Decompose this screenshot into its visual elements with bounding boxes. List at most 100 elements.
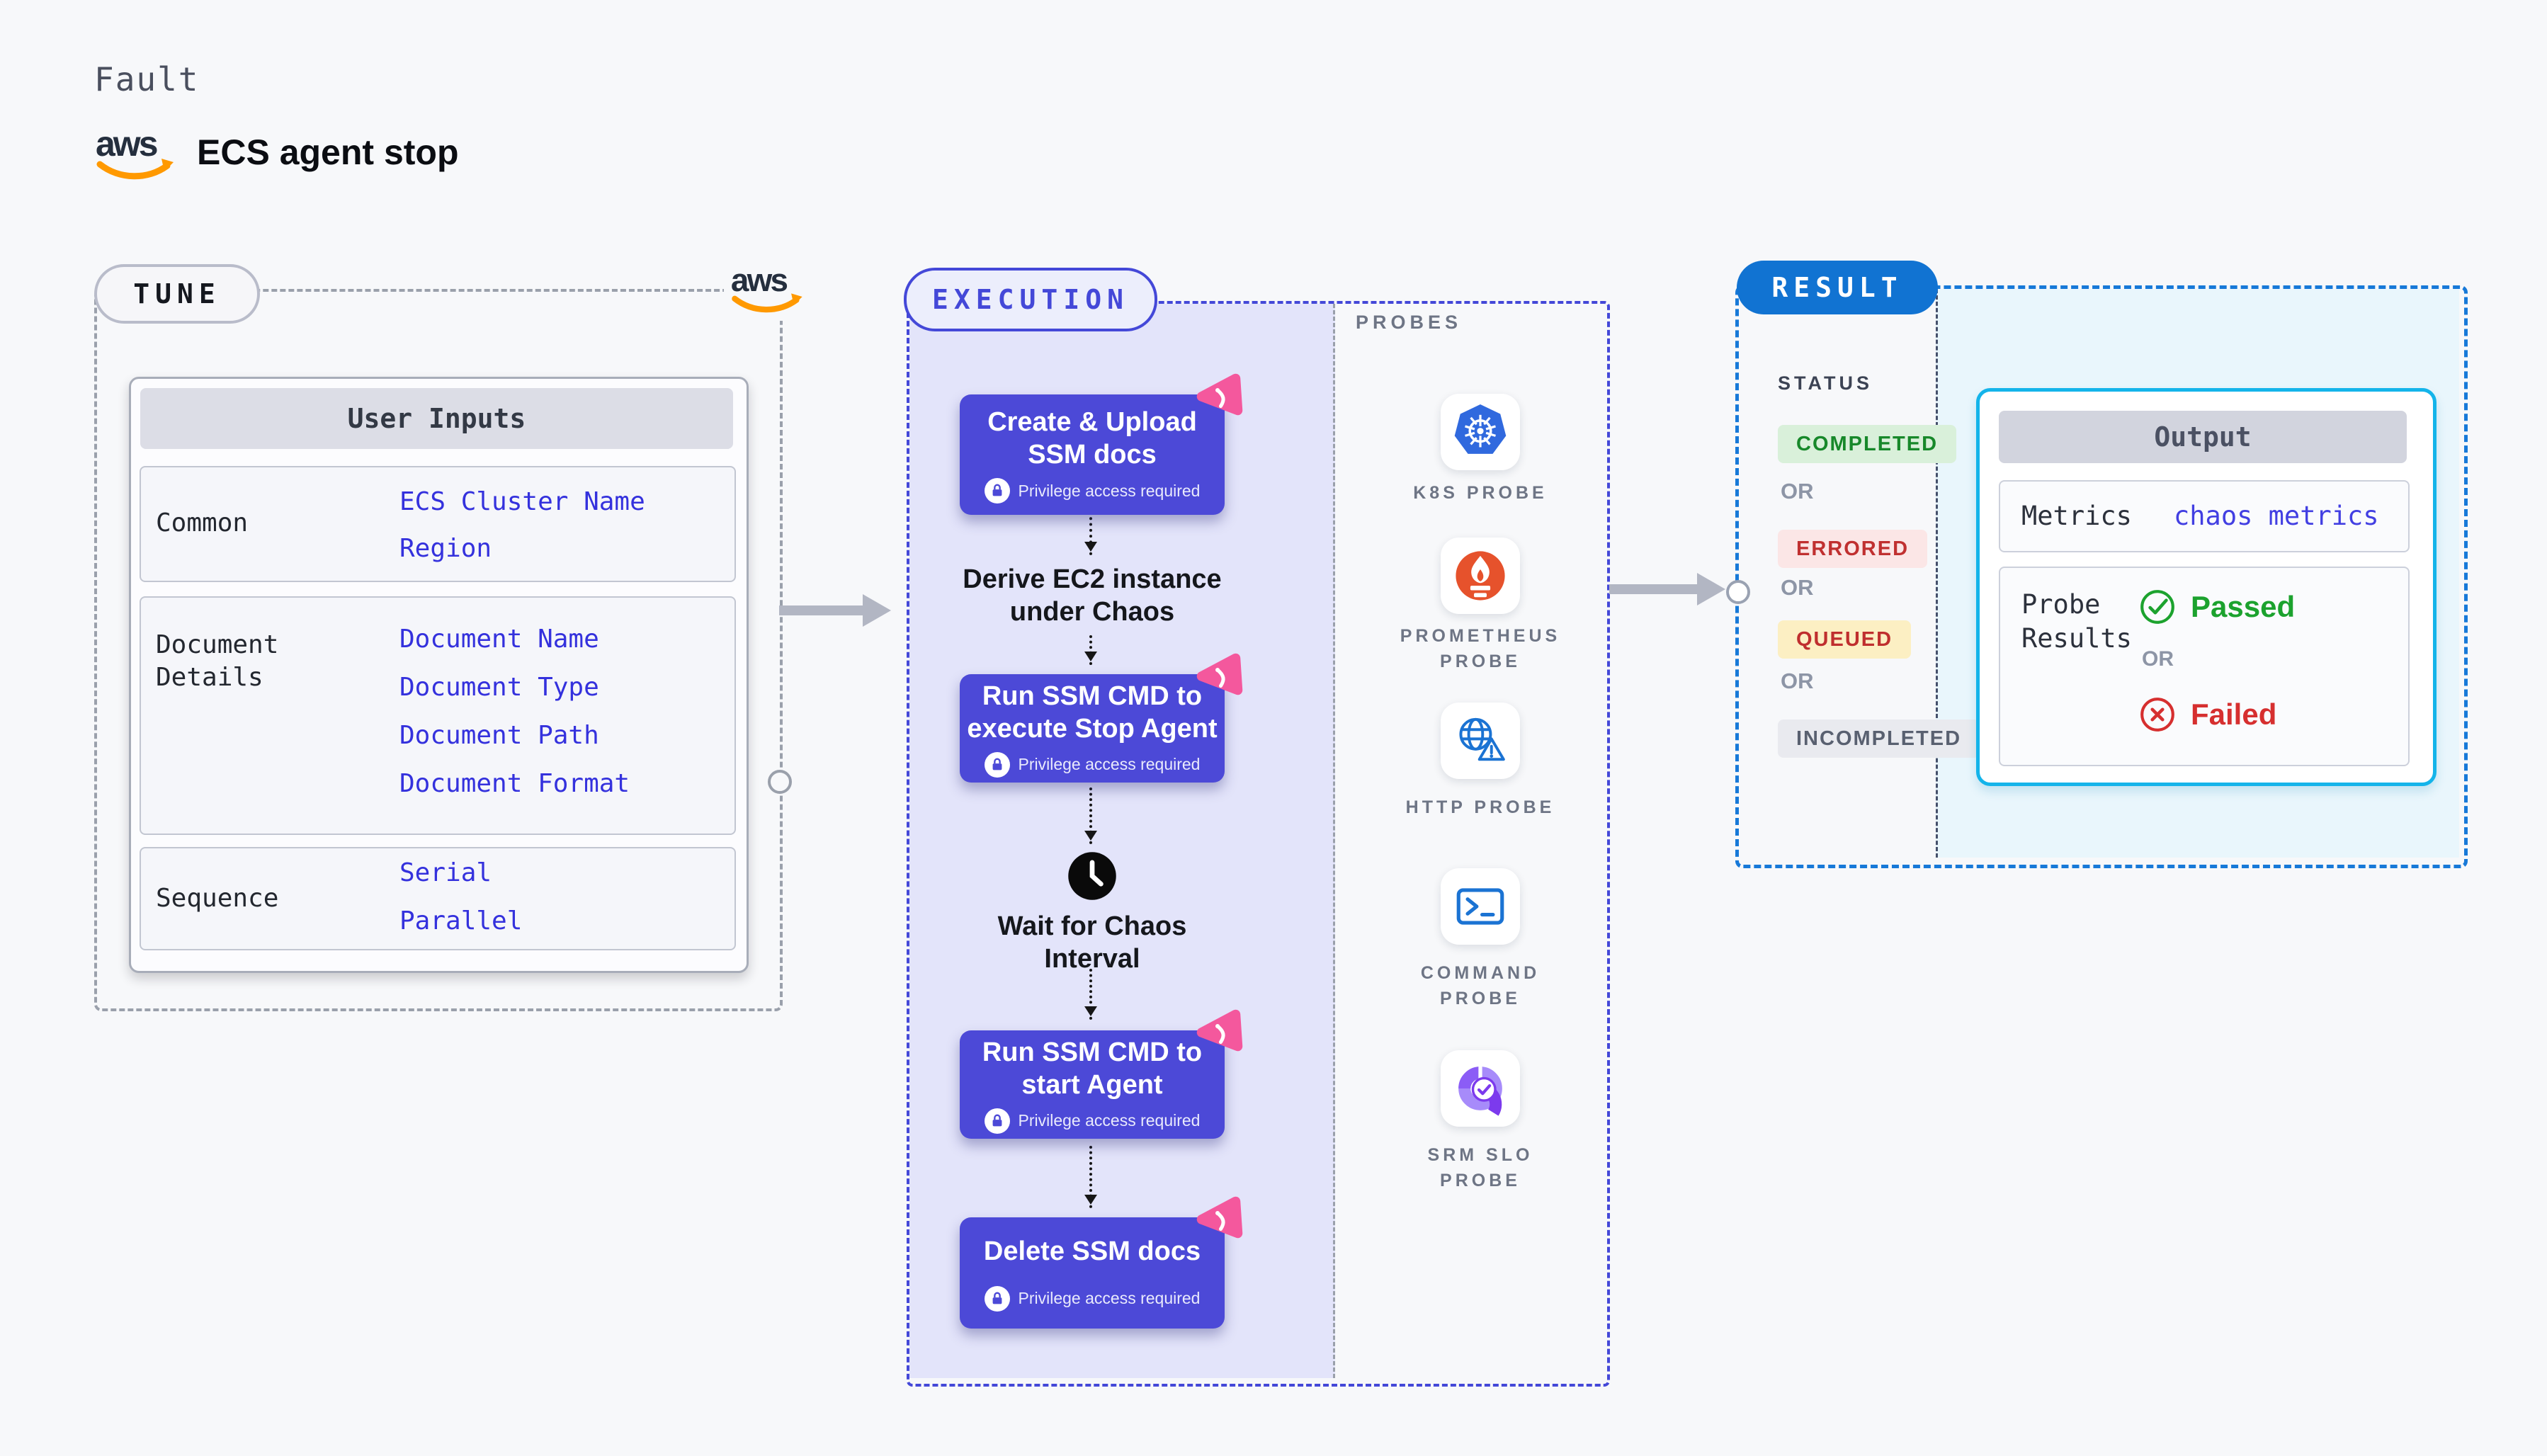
kubernetes-icon [1454,404,1507,454]
litmus-chaos-icon [1196,1009,1243,1052]
privilege-text: Privilege access required [1018,481,1201,500]
execution-pill: EXECUTION [904,268,1157,331]
arrow-tune-to-execution [779,593,892,631]
check-circle-icon [2140,590,2174,624]
aws-logo-tune-corner: aws [724,261,813,321]
or-separator: OR [2142,647,2174,671]
node-title: Run SSM CMD to start Agent [982,1037,1203,1100]
or-separator: OR [1781,669,1814,693]
link-parallel[interactable]: Parallel [399,906,523,935]
tune-connector-port [768,770,792,794]
lock-icon [984,1285,1010,1312]
privilege-row: Privilege access required [984,1285,1201,1312]
aws-smile-icon [96,161,171,180]
link-document-format[interactable]: Document Format [399,769,630,798]
result-connector-port [1726,580,1750,604]
probe-label-k8s: K8S PROBE [1413,483,1548,503]
step-derive-ec2: Derive EC2 instance under Chaos [963,564,1222,627]
aws-logo-text: aws [731,263,788,298]
status-badge-completed: COMPLETED [1778,425,1957,463]
node-run-ssm-start-agent: Run SSM CMD to start Agent Privilege acc… [960,1009,1243,1139]
lock-icon [984,478,1010,504]
probes-heading: PROBES [1356,312,1463,333]
metrics-label: Metrics [2021,501,2132,531]
lock-icon [984,1108,1010,1134]
status-heading: STATUS [1778,372,1873,394]
page-title: ECS agent stop [197,132,459,172]
passed-row: Passed [2138,588,2295,626]
probe-tile-srm-slo[interactable] [1441,1050,1520,1127]
user-inputs-row-sequence: Sequence Serial Parallel [140,847,736,950]
node-title: Run SSM CMD to execute Stop Agent [967,681,1218,744]
execution-section-box [907,301,1610,1387]
row-label-common: Common [156,508,249,538]
probe-tile-k8s[interactable] [1441,394,1520,470]
result-pill: RESULT [1737,261,1938,314]
clock-icon [1067,851,1118,905]
probe-results-label: Probe Results [2021,589,2132,654]
privilege-row: Privilege access required [984,478,1201,504]
probe-tile-command[interactable] [1441,868,1520,945]
passed-text: Passed [2191,590,2296,623]
step-wait-chaos-interval: Wait for Chaos Interval [997,911,1187,974]
probe-label-http: HTTP PROBE [1405,797,1555,817]
x-circle-icon [2140,698,2174,732]
link-document-type[interactable]: Document Type [399,673,599,702]
node-delete-ssm-docs: Delete SSM docs Privilege access require… [960,1196,1243,1329]
terminal-icon [1456,888,1504,925]
flow-arrow-1 [1084,511,1097,555]
privilege-row: Privilege access required [984,751,1201,778]
status-badge-incompleted: INCOMPLETED [1778,720,1980,758]
link-serial[interactable]: Serial [399,858,492,887]
privilege-text: Privilege access required [1018,1289,1201,1307]
fault-label: Fault [94,60,200,98]
metrics-value-link[interactable]: chaos metrics [2174,501,2379,531]
probe-label-srm-slo: SRM SLO PROBE [1427,1145,1533,1190]
failed-text: Failed [2191,698,2277,731]
link-ecs-cluster-name[interactable]: ECS Cluster Name [399,487,645,516]
status-badge-queued: QUEUED [1778,620,1912,659]
link-region[interactable]: Region [399,534,492,563]
probe-tile-http[interactable] [1441,703,1520,779]
http-globe-icon [1459,717,1505,761]
link-document-path[interactable]: Document Path [399,721,599,750]
user-inputs-row-document-details: Document Details Document Name Document … [140,596,736,835]
flow-arrow-2 [1084,635,1097,665]
aws-logo: aws [94,124,179,185]
litmus-chaos-icon [1196,373,1243,416]
tune-section-box [94,289,783,1011]
or-separator: OR [1781,575,1814,600]
output-header: Output [1999,411,2407,463]
node-create-upload-ssm-docs: Create & Upload SSM docs Privilege acces… [960,373,1243,515]
probe-label-command: COMMAND PROBE [1420,963,1541,1008]
user-inputs-row-common: Common ECS Cluster Name Region [140,466,736,582]
status-badge-errored: ERRORED [1778,530,1928,568]
node-run-ssm-stop-agent: Run SSM CMD to execute Stop Agent Privil… [960,653,1243,783]
probe-label-prometheus: PROMETHEUS PROBE [1400,626,1561,671]
flow-arrow-3 [1084,787,1097,844]
aws-smile-arrow-icon [161,159,174,171]
privilege-text: Privilege access required [1018,755,1201,773]
arrow-execution-to-result [1609,572,1727,610]
node-title: Create & Upload SSM docs [987,407,1197,470]
row-label-sequence: Sequence [156,884,279,913]
privilege-text: Privilege access required [1018,1111,1201,1130]
output-probe-results-row: Probe Results Passed OR Failed [1999,567,2410,766]
row-label-document-details: Document Details [156,630,279,692]
link-document-name[interactable]: Document Name [399,625,599,654]
privilege-row: Privilege access required [984,1108,1201,1134]
slo-donut-icon [1458,1060,1502,1116]
user-inputs-header: User Inputs [140,388,733,449]
litmus-chaos-icon [1196,1196,1243,1239]
flow-arrow-4 [1084,969,1097,1020]
aws-smile-arrow-icon [791,293,802,305]
flow-arrow-5 [1084,1146,1097,1208]
probe-tile-prometheus[interactable] [1441,538,1520,614]
failed-row: Failed [2138,695,2276,734]
aws-smile-icon [732,295,800,313]
or-separator: OR [1781,479,1814,504]
aws-logo-text: aws [96,126,157,164]
result-section-box [1735,285,2468,868]
tune-pill: TUNE [94,264,260,324]
output-metrics-row: Metrics chaos metrics [1999,480,2410,552]
